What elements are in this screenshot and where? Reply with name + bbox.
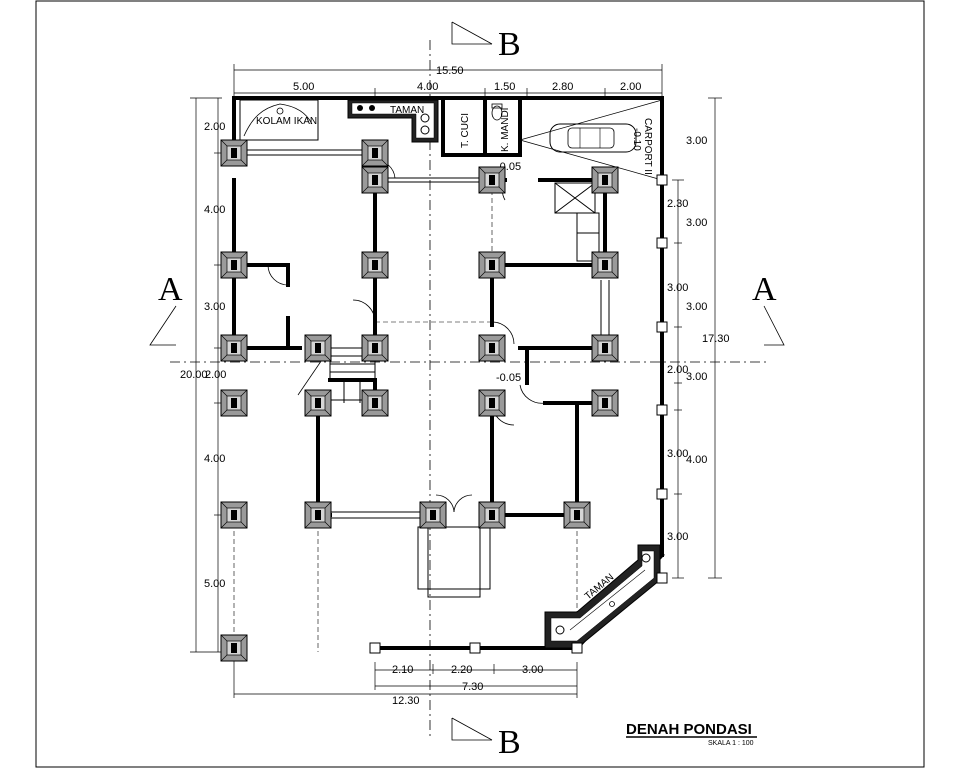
small-column [656, 321, 668, 333]
small-column [656, 237, 668, 249]
dim-left-3: 3.00 [204, 301, 225, 313]
service-room-labels: T. CUCI K. MANDI [460, 103, 511, 152]
dim-left-2: 4.00 [204, 204, 225, 216]
footing [220, 501, 248, 529]
footing [361, 166, 389, 194]
section-a-right-label: A [752, 271, 777, 308]
footing [220, 334, 248, 362]
footing [419, 501, 447, 529]
footing [220, 251, 248, 279]
taman-bottom-garden: TAMAN [544, 544, 661, 649]
footing [304, 501, 332, 529]
dim-right-inner-5: 2.00 [667, 364, 688, 376]
dim-left-1: 2.00 [204, 121, 225, 133]
level-label-2: -0.05 [496, 372, 521, 384]
carport-level: -0.10 [631, 128, 642, 151]
dim-right-outer-3: 3.00 [667, 448, 688, 460]
dim-left-total: 20.00 [180, 369, 208, 381]
footing [304, 389, 332, 417]
carport: CARPORT II -0.10 [519, 99, 663, 181]
dim-top-5: 2.00 [620, 81, 641, 93]
dim-left-6: 5.00 [204, 578, 225, 590]
dimension-texts: 15.50 5.00 4.00 1.50 2.80 2.00 2.00 4.00… [180, 65, 730, 707]
dim-right-inner-4: 3.00 [667, 282, 688, 294]
footing [591, 334, 619, 362]
taman-top-label: TAMAN [390, 105, 424, 116]
title-block: DENAH PONDASI SKALA 1 : 100 [626, 721, 757, 747]
dim-top-3: 1.50 [494, 81, 515, 93]
footing [478, 166, 506, 194]
footing [563, 501, 591, 529]
dim-bottom-total: 12.30 [392, 695, 420, 707]
section-b-top-label: B [498, 26, 521, 63]
section-mark-a-left: A [149, 271, 183, 346]
kolam-ikan-pond: KOLAM IKAN [239, 99, 319, 141]
footing [478, 501, 506, 529]
footing [361, 251, 389, 279]
dim-right-outer-4: 4.00 [686, 454, 707, 466]
section-mark-a-right: A [752, 271, 785, 346]
small-columns [369, 174, 668, 654]
footing [220, 389, 248, 417]
dim-top-total: 15.50 [436, 65, 464, 77]
dim-right-inner-3: 3.00 [686, 217, 707, 229]
footing [220, 139, 248, 167]
section-lines [170, 40, 770, 740]
carport-label: CARPORT II [642, 118, 653, 175]
dim-right-outer-2: 3.00 [686, 371, 707, 383]
dim-left-4: 2.00 [205, 369, 226, 381]
footing [478, 389, 506, 417]
small-column [656, 572, 668, 584]
dim-bottom-mid: 7.30 [462, 681, 483, 693]
kolam-ikan-label: KOLAM IKAN [256, 116, 317, 127]
footing [478, 334, 506, 362]
dim-right-total: 17.30 [702, 333, 730, 345]
t-cuci-label: T. CUCI [460, 113, 471, 148]
footing [591, 251, 619, 279]
footing [361, 389, 389, 417]
dim-top-2: 4.00 [417, 81, 438, 93]
footing [478, 251, 506, 279]
small-column [571, 642, 583, 654]
small-column [656, 174, 668, 186]
footing [361, 334, 389, 362]
footing [220, 634, 248, 662]
dim-bottom-3: 3.00 [522, 664, 543, 676]
drawing-scale: SKALA 1 : 100 [708, 740, 754, 747]
dim-right-inner-6: 3.00 [667, 531, 688, 543]
k-mandi-label: K. MANDI [500, 108, 511, 152]
section-mark-b-top: B [451, 21, 521, 63]
dim-right-inner-2: 2.30 [667, 198, 688, 210]
dim-top-4: 2.80 [552, 81, 573, 93]
section-a-left-label: A [158, 271, 183, 308]
small-column [369, 642, 381, 654]
small-column [656, 488, 668, 500]
small-column [469, 642, 481, 654]
drawing-title: DENAH PONDASI [626, 721, 752, 738]
dim-right-inner-1: 3.00 [686, 135, 707, 147]
grid-lines [233, 190, 578, 652]
section-mark-b-bottom: B [451, 717, 521, 761]
window-lines [240, 149, 610, 598]
footings [220, 139, 619, 662]
dim-top-1: 5.00 [293, 81, 314, 93]
footing [361, 139, 389, 167]
dimension-lines [190, 64, 722, 698]
sheet-border [35, 0, 925, 768]
dim-bottom-1: 2.10 [392, 664, 413, 676]
footing [591, 166, 619, 194]
small-column [656, 404, 668, 416]
section-b-bottom-label: B [498, 724, 521, 761]
dim-bottom-2: 2.20 [451, 664, 472, 676]
footing [591, 389, 619, 417]
dim-right-outer-1: 3.00 [686, 301, 707, 313]
taman-top-garden: TAMAN [347, 99, 439, 143]
dim-left-5: 4.00 [204, 453, 225, 465]
footing [304, 334, 332, 362]
